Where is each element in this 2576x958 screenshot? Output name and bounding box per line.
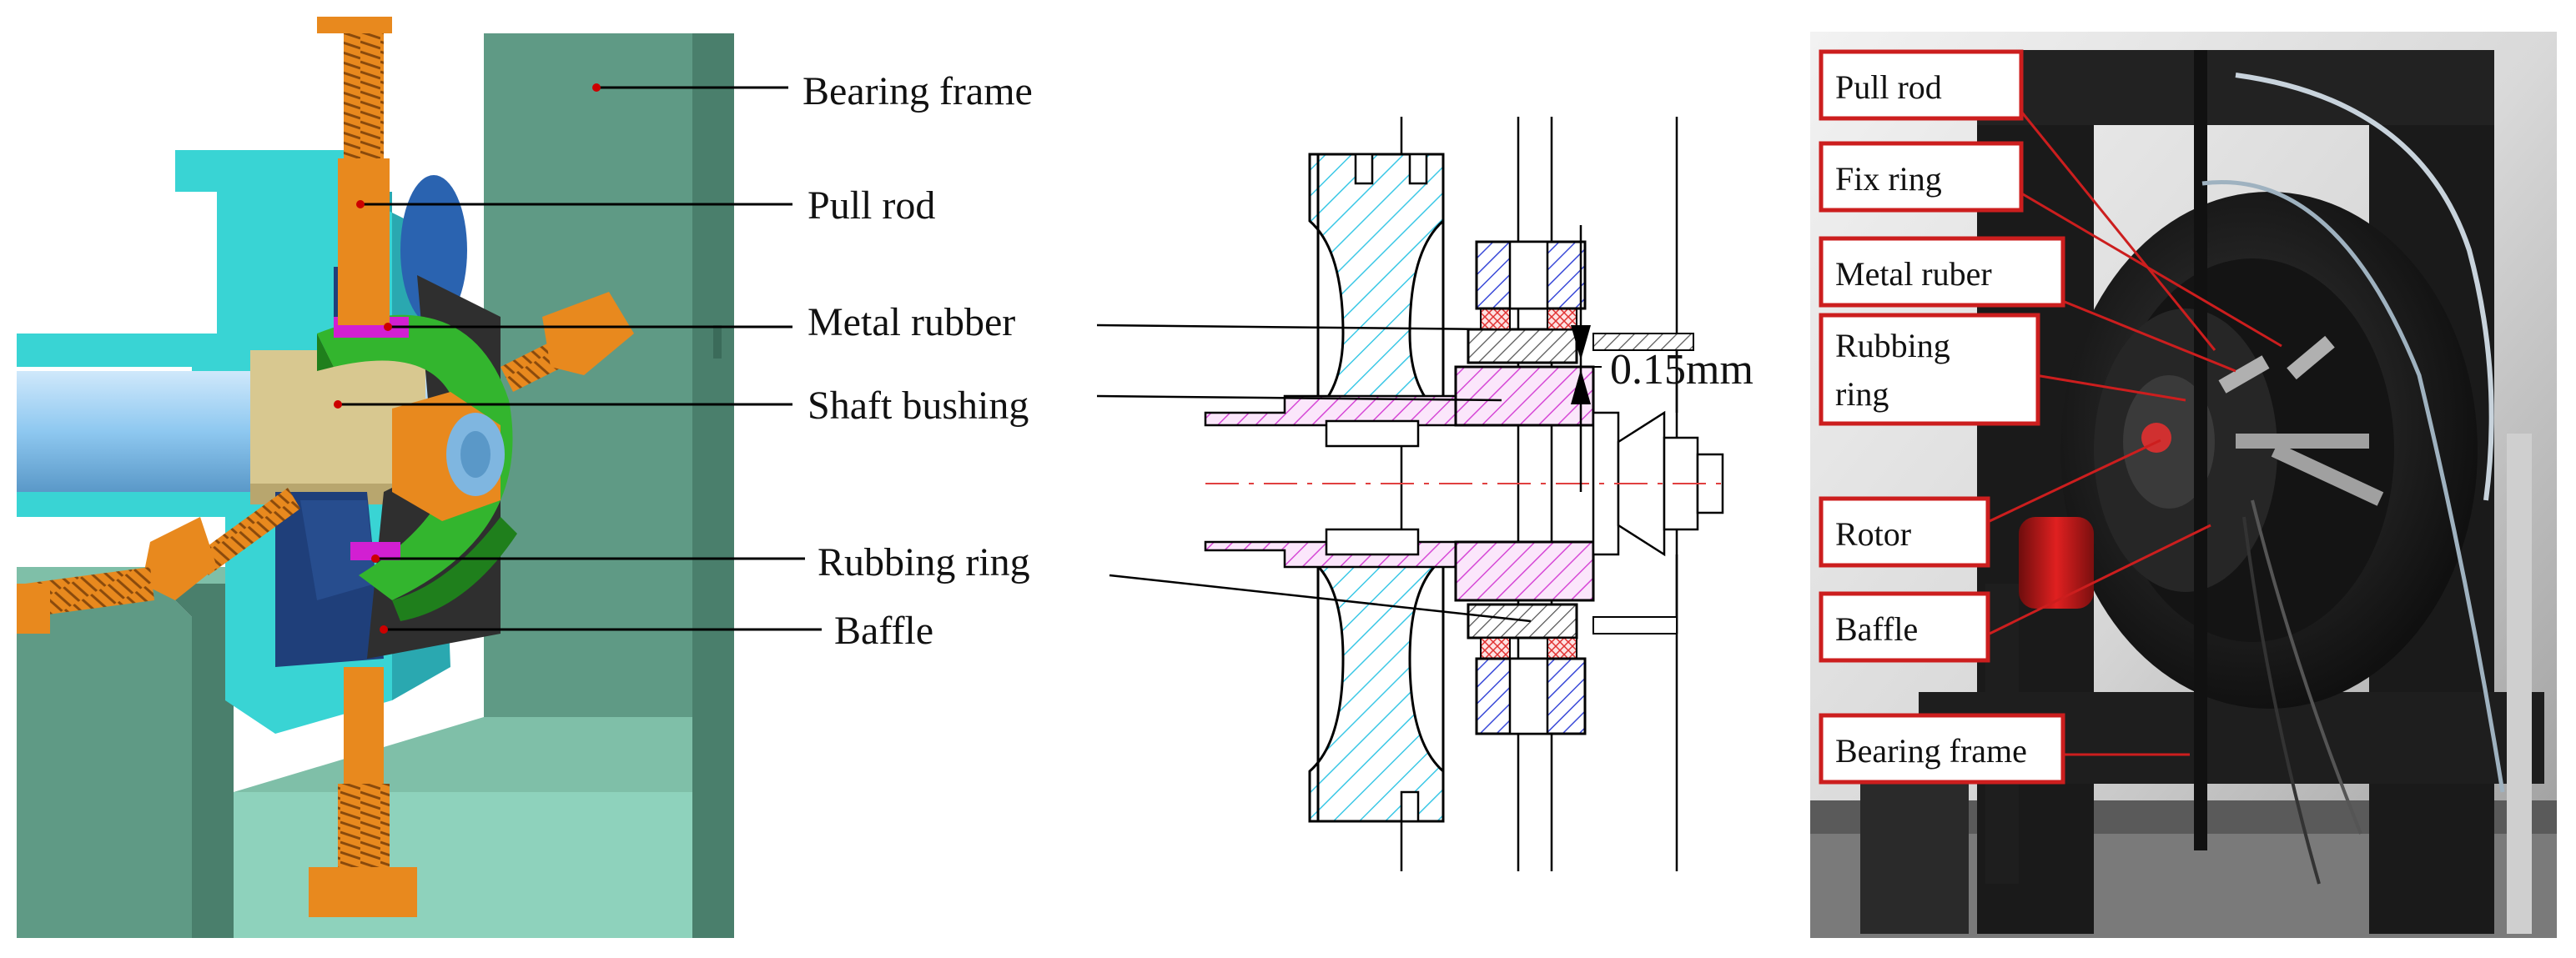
- wheel-section-lower: [1306, 557, 1447, 823]
- clearance-dimension: 0.15mm: [1571, 225, 1753, 492]
- photo-label-fix-ring: Fix ring: [1819, 141, 2024, 213]
- svg-text:Rubbing: Rubbing: [1835, 327, 1950, 364]
- photo-label-metal-ruber: Metal ruber: [1819, 236, 2065, 308]
- label-pull-rod: Pull rod: [808, 183, 935, 228]
- photo-label-bearing-frame: Bearing frame: [1819, 713, 2065, 785]
- svg-text:Bearing frame: Bearing frame: [1835, 732, 2027, 770]
- rubbing-ring-model: [317, 314, 517, 621]
- pull-rod-model: [309, 17, 417, 917]
- svg-text:Rotor: Rotor: [1835, 515, 1911, 553]
- label-shaft-bushing: Shaft bushing: [808, 384, 1029, 428]
- wheel-section-upper: [1306, 153, 1447, 419]
- photo-label-rotor: Rotor: [1819, 496, 1990, 568]
- label-baffle: Baffle: [834, 609, 933, 653]
- label-metal-rubber: Metal rubber: [808, 300, 1015, 344]
- shaft-nut-model: [392, 392, 505, 521]
- clearance-value: 0.15mm: [1610, 346, 1753, 394]
- photo-label-baffle: Baffle: [1819, 591, 1990, 663]
- svg-text:Fix ring: Fix ring: [1835, 160, 1942, 198]
- diagonal-rods-model: [17, 292, 634, 634]
- svg-text:Pull rod: Pull rod: [1835, 68, 1942, 106]
- shaft-bushing-section: [1454, 365, 1595, 602]
- svg-text:ring: ring: [1835, 375, 1889, 413]
- photo-label-rubbing-ring: Rubbing ring: [1819, 313, 2040, 426]
- right-photo-panel: Pull rod Fix ring Metal ruber Rubbing ri…: [1810, 32, 2557, 938]
- label-bearing-frame: Bearing frame: [802, 69, 1033, 113]
- label-rubbing-ring: Rubbing ring: [818, 540, 1030, 584]
- left-cad-panel: [17, 17, 734, 938]
- shaft-section: [1204, 394, 1457, 569]
- middle-section-drawing: 0.15mm: [1096, 117, 1753, 871]
- rubbing-ring-section: [1467, 328, 1578, 640]
- shaft-end-nut: [1592, 333, 1724, 634]
- left-panel-callouts: Bearing frame Pull rod Metal rubber Shaf…: [334, 69, 1033, 653]
- svg-text:Baffle: Baffle: [1835, 610, 1918, 648]
- svg-text:Metal ruber: Metal ruber: [1835, 255, 1992, 293]
- baffle-section: [1475, 240, 1587, 735]
- photo-leader-lines: [1989, 108, 2282, 756]
- photo-label-pull-rod: Pull rod: [1819, 49, 2024, 121]
